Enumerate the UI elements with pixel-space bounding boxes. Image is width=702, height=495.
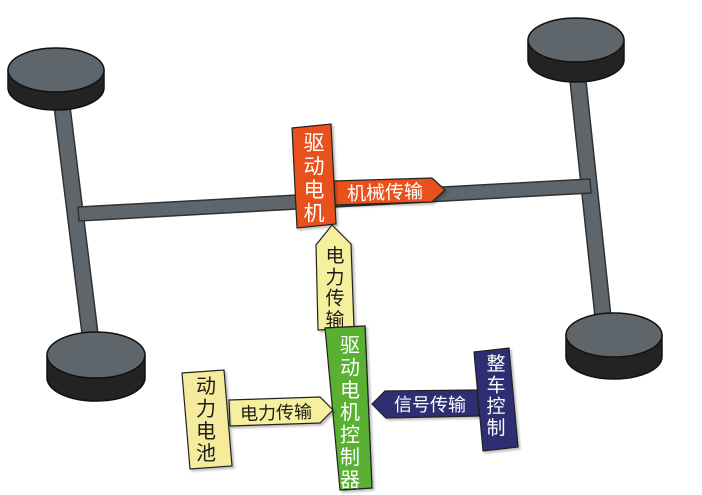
power-arrow-from-battery-label: 电力传输	[240, 402, 313, 425]
wheel-rear-right	[565, 312, 663, 380]
wheel-front-left	[7, 47, 105, 111]
vcu-block: 整车控制	[473, 347, 519, 452]
power-arrow-to-motor-label: 电力传输	[325, 245, 344, 331]
power-arrow-to-motor: 电力传输	[315, 224, 355, 331]
signal-arrow-label: 信号传输	[394, 395, 466, 416]
mechanical-arrow: 机械传输	[333, 177, 446, 206]
vcu-label: 整车控制	[486, 353, 505, 439]
wheel-rear-left	[46, 331, 146, 402]
motor-label: 驱动电机	[304, 131, 325, 226]
right-axle	[567, 61, 615, 346]
mechanical-arrow-label: 机械传输	[347, 181, 424, 206]
power-arrow-from-battery: 电力传输	[228, 396, 334, 427]
battery-block: 动力电池	[181, 369, 233, 470]
wheel-front-right	[527, 17, 625, 83]
battery-label: 动力电池	[196, 374, 216, 465]
signal-arrow: 信号传输	[371, 389, 480, 419]
controller-block: 驱动电机控制器	[324, 325, 373, 491]
controller-label: 驱动电机控制器	[340, 333, 360, 491]
motor-block: 驱动电机	[291, 123, 337, 229]
